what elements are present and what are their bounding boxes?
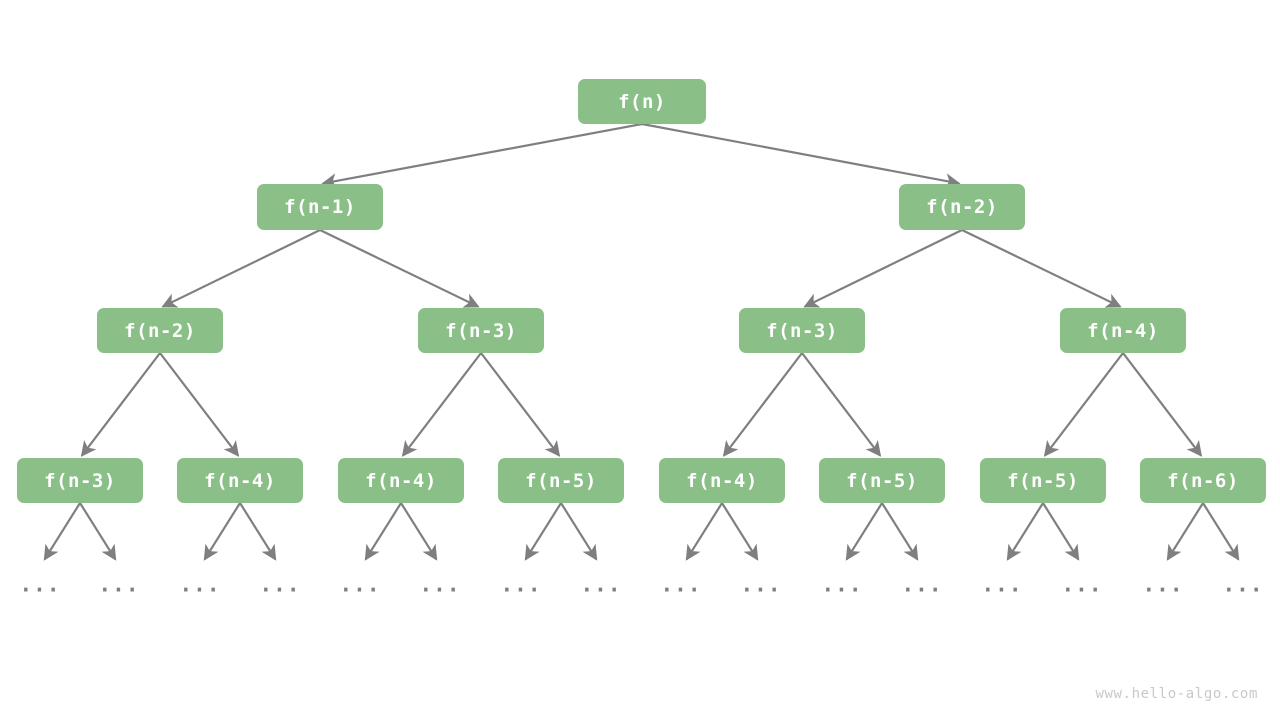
ellipsis-leaf-7: ... bbox=[580, 572, 622, 597]
tree-node-l4-7: f(n-6) bbox=[1140, 458, 1266, 503]
tree-node-l3-2: f(n-3) bbox=[739, 308, 865, 353]
ellipsis-leaf-6: ... bbox=[500, 572, 542, 597]
ellipsis-leaf-5: ... bbox=[419, 572, 461, 597]
tree-edge-19 bbox=[400, 502, 438, 561]
ellipsis-leaf-2: ... bbox=[179, 572, 221, 597]
ellipsis-leaf-12: ... bbox=[981, 572, 1023, 597]
tree-node-l4-6: f(n-5) bbox=[980, 458, 1106, 503]
ellipsis-leaf-10: ... bbox=[821, 572, 863, 597]
tree-node-l4-4: f(n-4) bbox=[659, 458, 785, 503]
tree-node-l3-1: f(n-3) bbox=[418, 308, 544, 353]
tree-edge-3 bbox=[319, 229, 480, 308]
tree-edge-0 bbox=[321, 122, 643, 189]
tree-edge-16 bbox=[203, 502, 241, 561]
tree-node-l3-0: f(n-2) bbox=[97, 308, 223, 353]
tree-node-l3-3: f(n-4) bbox=[1060, 308, 1186, 353]
ellipsis-leaf-9: ... bbox=[740, 572, 782, 597]
ellipsis-leaf-13: ... bbox=[1061, 572, 1103, 597]
tree-node-l4-5: f(n-5) bbox=[819, 458, 945, 503]
tree-edge-29 bbox=[1202, 502, 1240, 561]
tree-node-l2-0: f(n-1) bbox=[257, 184, 383, 230]
tree-edge-24 bbox=[845, 502, 883, 561]
ellipsis-leaf-8: ... bbox=[660, 572, 702, 597]
tree-node-l4-3: f(n-5) bbox=[498, 458, 624, 503]
tree-edge-4 bbox=[803, 229, 963, 308]
tree-node-l2-1: f(n-2) bbox=[899, 184, 1025, 230]
tree-edge-11 bbox=[801, 352, 882, 457]
tree-edge-2 bbox=[161, 229, 321, 308]
tree-edge-26 bbox=[1006, 502, 1044, 561]
ellipsis-leaf-0: ... bbox=[19, 572, 61, 597]
tree-edge-5 bbox=[961, 229, 1122, 308]
tree-edge-9 bbox=[480, 352, 561, 457]
tree-edge-7 bbox=[159, 352, 240, 457]
tree-node-l4-2: f(n-4) bbox=[338, 458, 464, 503]
tree-edge-10 bbox=[722, 352, 803, 457]
tree-edge-22 bbox=[685, 502, 723, 561]
ellipsis-leaf-4: ... bbox=[339, 572, 381, 597]
tree-edge-23 bbox=[721, 502, 759, 561]
tree-edge-25 bbox=[881, 502, 919, 561]
tree-edge-6 bbox=[80, 352, 161, 457]
ellipsis-leaf-15: ... bbox=[1222, 572, 1264, 597]
ellipsis-leaf-11: ... bbox=[901, 572, 943, 597]
tree-node-l4-0: f(n-3) bbox=[17, 458, 143, 503]
tree-edge-21 bbox=[560, 502, 598, 561]
ellipsis-leaf-14: ... bbox=[1142, 572, 1184, 597]
tree-node-l1-0: f(n) bbox=[578, 79, 706, 124]
tree-edge-15 bbox=[79, 502, 117, 561]
tree-edge-14 bbox=[43, 502, 81, 561]
ellipsis-leaf-1: ... bbox=[98, 572, 140, 597]
tree-edge-13 bbox=[1122, 352, 1203, 457]
tree-edge-1 bbox=[641, 122, 961, 189]
tree-edge-17 bbox=[239, 502, 277, 561]
tree-edge-8 bbox=[401, 352, 482, 457]
tree-edge-18 bbox=[364, 502, 402, 561]
tree-edge-20 bbox=[524, 502, 562, 561]
ellipsis-leaf-3: ... bbox=[259, 572, 301, 597]
tree-edge-27 bbox=[1042, 502, 1080, 561]
tree-node-l4-1: f(n-4) bbox=[177, 458, 303, 503]
watermark-label: www.hello-algo.com bbox=[1095, 686, 1258, 702]
tree-edge-28 bbox=[1166, 502, 1204, 561]
tree-edge-12 bbox=[1043, 352, 1124, 457]
